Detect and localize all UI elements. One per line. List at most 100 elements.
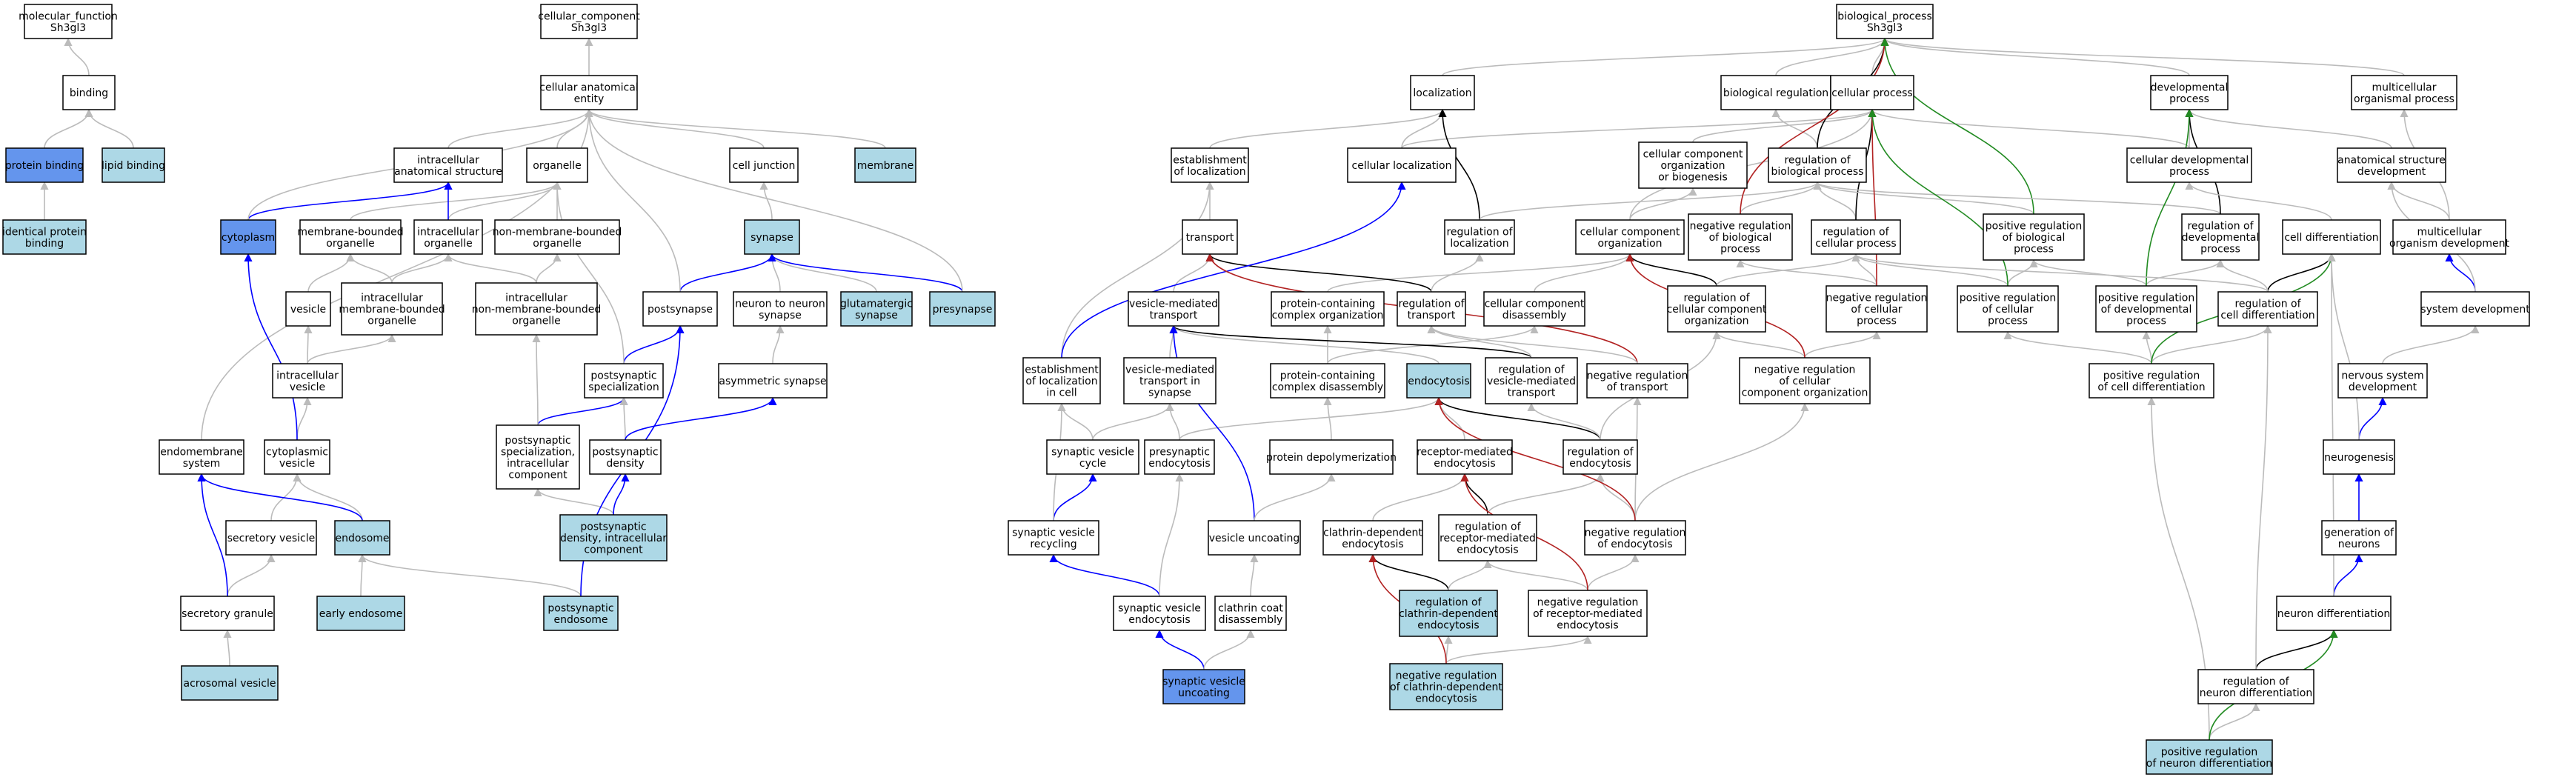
term-box[interactable] <box>299 219 402 255</box>
term-box[interactable] <box>1271 291 1385 327</box>
term-box[interactable] <box>1046 439 1139 475</box>
go-term-vesicle-uncoating[interactable]: vesicle uncoating <box>1208 520 1301 556</box>
term-box[interactable] <box>334 520 390 556</box>
term-box[interactable] <box>393 147 503 183</box>
term-box[interactable] <box>1162 669 1245 704</box>
term-box[interactable] <box>2146 739 2273 775</box>
term-box[interactable] <box>181 665 279 701</box>
go-term-protein-depolymerization[interactable]: protein depolymerization <box>1266 439 1397 475</box>
go-term-system-development[interactable]: system development <box>2420 291 2530 327</box>
term-box[interactable] <box>840 291 913 327</box>
term-box[interactable] <box>729 147 799 183</box>
term-box[interactable] <box>220 219 276 255</box>
term-box[interactable] <box>1739 357 1871 404</box>
term-box[interactable] <box>264 439 330 475</box>
term-box[interactable] <box>540 4 638 39</box>
term-box[interactable] <box>744 219 800 255</box>
term-box[interactable] <box>1438 514 1537 561</box>
go-term-neurogenesis[interactable]: neurogenesis <box>2323 439 2395 475</box>
term-box[interactable] <box>1826 285 1928 333</box>
go-term-reg-clathrin-dependent-endocytosis[interactable]: regulation ofclathrin-dependentendocytos… <box>1399 590 1498 637</box>
go-term-cell-differentiation[interactable]: cell differentiation <box>2282 219 2381 255</box>
term-box[interactable] <box>2321 520 2397 556</box>
term-box[interactable] <box>1586 363 1688 399</box>
term-box[interactable] <box>272 363 343 399</box>
go-term-synapse[interactable]: synapse <box>744 219 800 255</box>
go-term-organelle[interactable]: organelle <box>526 147 588 183</box>
term-box[interactable] <box>1638 141 1748 189</box>
term-box[interactable] <box>2126 147 2252 183</box>
term-box[interactable] <box>159 439 244 475</box>
go-term-localization[interactable]: localization <box>1410 75 1475 110</box>
term-box[interactable] <box>1123 357 1217 404</box>
term-box[interactable] <box>1022 357 1101 404</box>
term-box[interactable] <box>2197 669 2314 704</box>
term-box[interactable] <box>1811 219 1901 255</box>
term-box[interactable] <box>1410 75 1475 110</box>
term-box[interactable] <box>559 514 668 561</box>
term-box[interactable] <box>1562 439 1638 475</box>
term-box[interactable] <box>1208 520 1301 556</box>
go-term-cell-junction[interactable]: cell junction <box>729 147 799 183</box>
term-box[interactable] <box>2150 75 2229 110</box>
term-box[interactable] <box>1575 219 1685 255</box>
go-term-asymmetric-synapse[interactable]: asymmetric synapse <box>718 363 828 399</box>
go-term-endosome[interactable]: endosome <box>334 520 390 556</box>
term-box[interactable] <box>2089 363 2214 399</box>
term-box[interactable] <box>180 596 275 631</box>
term-box[interactable] <box>526 147 588 183</box>
term-box[interactable] <box>543 596 619 631</box>
term-box[interactable] <box>1768 147 1867 183</box>
term-box[interactable] <box>1113 596 1206 631</box>
go-term-secretory-vesicle[interactable]: secretory vesicle <box>225 520 317 556</box>
term-box[interactable] <box>413 219 483 255</box>
term-box[interactable] <box>642 291 718 327</box>
term-box[interactable] <box>2282 219 2381 255</box>
term-box[interactable] <box>494 219 620 255</box>
term-box[interactable] <box>2 219 87 255</box>
term-box[interactable] <box>1397 291 1466 327</box>
term-box[interactable] <box>225 520 317 556</box>
term-box[interactable] <box>62 75 116 110</box>
go-term-acrosomal-vesicle[interactable]: acrosomal vesicle <box>181 665 279 701</box>
term-box[interactable] <box>5 147 84 183</box>
term-box[interactable] <box>1322 520 1423 556</box>
term-box[interactable] <box>1836 4 1934 39</box>
term-box[interactable] <box>1830 75 1914 110</box>
go-term-postsynapse[interactable]: postsynapse <box>642 291 718 327</box>
